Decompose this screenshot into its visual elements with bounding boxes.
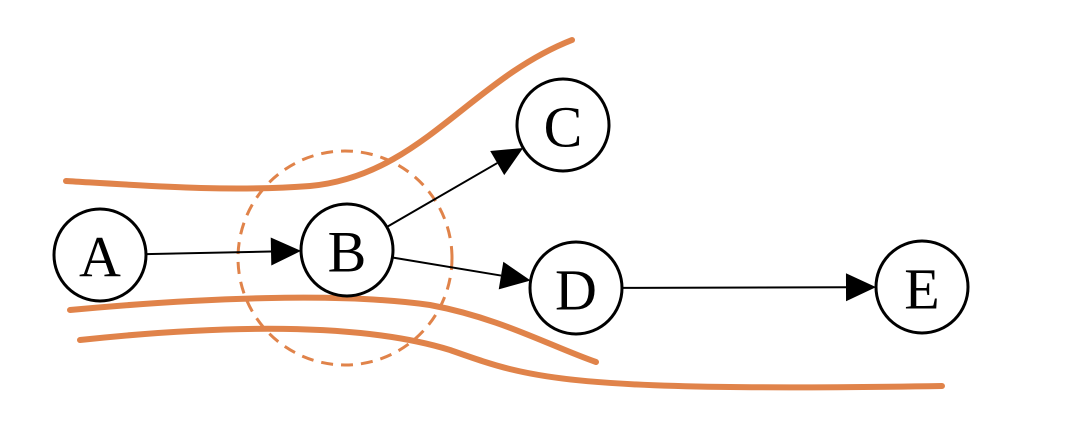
node-circle-e bbox=[874, 239, 970, 335]
node-circle-c bbox=[515, 77, 611, 173]
edge-A-B bbox=[145, 250, 272, 256]
node-b: B bbox=[299, 202, 395, 298]
node-circle-b bbox=[299, 202, 395, 298]
node-d: D bbox=[528, 240, 624, 336]
node-label-d: D bbox=[555, 258, 597, 323]
arrowhead-B-C bbox=[490, 148, 524, 176]
edge-layer bbox=[145, 148, 877, 302]
upper-boundary-curve bbox=[63, 37, 575, 192]
arrowhead-D-E bbox=[845, 273, 877, 302]
node-layer: A B C D E bbox=[52, 77, 970, 336]
arrowhead-B-D bbox=[498, 261, 531, 290]
node-a: A bbox=[52, 207, 148, 303]
node-label-a: A bbox=[79, 225, 121, 290]
node-c: C bbox=[515, 77, 611, 173]
node-e: E bbox=[874, 239, 970, 335]
highlight-dashed-circle bbox=[236, 149, 454, 367]
node-circle-a bbox=[52, 207, 148, 303]
edge-D-E bbox=[621, 286, 847, 289]
node-label-e: E bbox=[904, 257, 939, 322]
arrowhead-A-B bbox=[270, 237, 302, 266]
lower-boundary-curve bbox=[77, 325, 945, 391]
edge-B-D bbox=[392, 256, 502, 277]
node-circle-d bbox=[528, 240, 624, 336]
node-label-b: B bbox=[328, 220, 367, 285]
node-label-c: C bbox=[544, 95, 583, 160]
edge-B-C bbox=[386, 162, 498, 228]
boundary-curves bbox=[63, 37, 945, 391]
middle-boundary-curve bbox=[67, 294, 599, 365]
